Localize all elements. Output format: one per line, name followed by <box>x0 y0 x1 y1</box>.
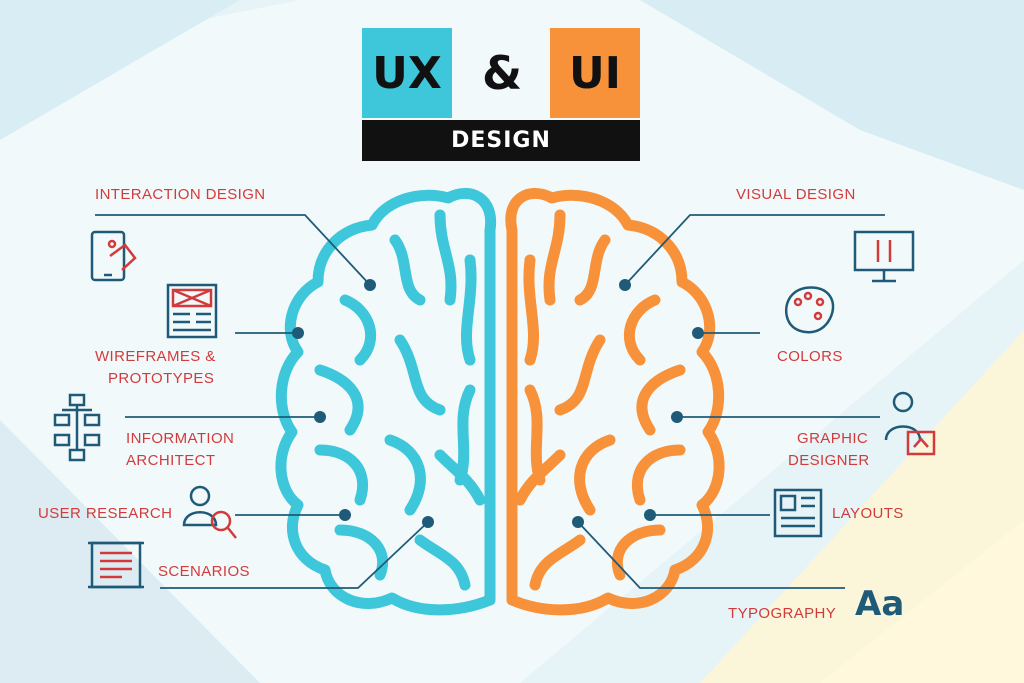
ui-title: UI <box>550 28 640 118</box>
palette-icon <box>784 286 835 334</box>
connector-lines <box>95 214 885 589</box>
label-scenarios: SCENARIOS <box>158 563 250 580</box>
label-colors: COLORS <box>777 348 843 365</box>
label-interaction-design: INTERACTION DESIGN <box>95 186 266 203</box>
label-architect: ARCHITECT <box>126 452 216 469</box>
wireframe-icon <box>166 283 218 339</box>
layout-icon <box>773 488 823 538</box>
label-user-research: USER RESEARCH <box>38 505 173 522</box>
sitemap-icon <box>53 393 101 462</box>
label-graphic: GRAPHIC <box>797 430 869 447</box>
tablet-touch-icon <box>90 230 137 282</box>
connector-dots <box>292 279 704 528</box>
label-wireframes: WIREFRAMES & <box>95 348 216 365</box>
left-hemisphere <box>275 188 497 616</box>
label-information: INFORMATION <box>126 430 235 447</box>
ampersand: & <box>481 46 523 100</box>
ux-title: UX <box>362 28 452 118</box>
label-designer: DESIGNER <box>788 452 870 469</box>
label-layouts: LAYOUTS <box>832 505 904 522</box>
typography-icon: Aa <box>855 584 905 624</box>
right-hemisphere <box>505 188 725 616</box>
monitor-brush-icon <box>853 230 915 283</box>
scroll-icon <box>88 541 144 589</box>
designer-icon <box>884 391 936 456</box>
label-typography: TYPOGRAPHY <box>728 605 837 622</box>
title-block: UX & UI DESIGN <box>362 28 640 161</box>
design-banner: DESIGN <box>362 120 640 161</box>
label-prototypes: PROTOTYPES <box>108 370 215 387</box>
user-search-icon <box>182 485 237 539</box>
label-visual-design: VISUAL DESIGN <box>736 186 856 203</box>
